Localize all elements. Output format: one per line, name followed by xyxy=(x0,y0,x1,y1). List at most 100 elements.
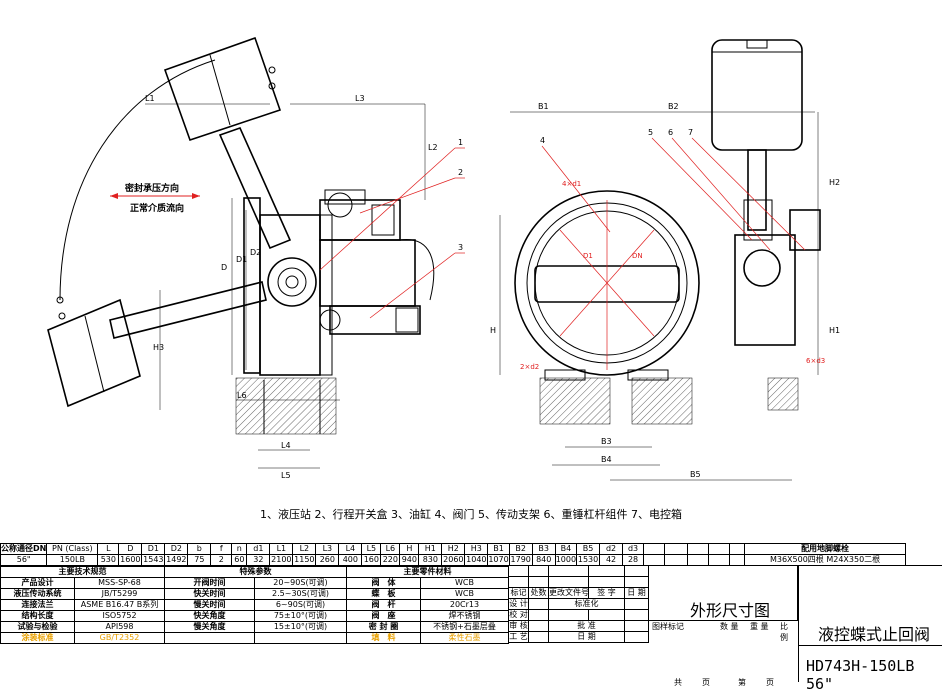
title-block: 外形尺寸图 图样标记 数 量 重 量 比 例 共 页 第 页 液控蝶式止回阀 H… xyxy=(648,565,942,693)
dim-header-cell: B4 xyxy=(554,543,578,555)
dim-6xd3: 6×d3 xyxy=(806,357,825,365)
dim-value-cell: 1492 xyxy=(164,554,189,566)
dim-value-cell: 42 xyxy=(599,554,624,566)
foundation-right-3 xyxy=(767,377,799,411)
dim-header-cell: d3 xyxy=(622,543,645,555)
dim-header-cell xyxy=(664,543,689,555)
dim-l1: L1 xyxy=(145,94,155,103)
dim-value-cell xyxy=(708,554,731,566)
dim-header-cell: L5 xyxy=(361,543,382,555)
parts-caption: 1、液压站 2、行程开关盒 3、油缸 4、阀门 5、传动支架 6、重锤杠杆组件 … xyxy=(260,508,682,521)
foundation-left xyxy=(235,377,337,435)
dim-header-cell: L xyxy=(97,543,120,555)
dim-value-cell: 160 xyxy=(361,554,382,566)
dim-value-cell: 1790 xyxy=(508,554,533,566)
dim-l2: L2 xyxy=(428,143,438,152)
revision-block: 标记处数更改文件号签 字日 期 设 计标准化 校 对 审 核批 准 工 艺日 期 xyxy=(508,565,649,643)
dim-l3: L3 xyxy=(355,94,365,103)
dim-value-cell: 2100 xyxy=(269,554,294,566)
dim-h1: H1 xyxy=(829,326,840,335)
dim-value-cell: M36X500四根 M24X350二根 xyxy=(744,554,907,566)
left-view: L1 L3 L2 D D1 D2 H3 L6 L4 L5 密封承压方向 正常介质… xyxy=(47,36,465,480)
counterweight-lower xyxy=(47,281,267,408)
oil-cylinder xyxy=(329,305,421,335)
product-code: HD743H-150LB 56" xyxy=(806,657,915,693)
dim-header-cell: 公称通径DN xyxy=(0,543,48,555)
dim-value-cell: 150LB xyxy=(46,554,99,566)
dim-header-cell: L1 xyxy=(269,543,294,555)
dim-h3: H3 xyxy=(153,343,164,352)
dim-header-cell: B2 xyxy=(508,543,533,555)
dim-value-cell: 530 xyxy=(97,554,120,566)
dim-header-cell: B1 xyxy=(487,543,510,555)
dim-header-cell: L3 xyxy=(315,543,340,555)
callout-7: 7 xyxy=(688,128,693,137)
dim-header-cell: D xyxy=(118,543,143,555)
dim-header-cell: B5 xyxy=(576,543,601,555)
dim-header-cell xyxy=(643,543,666,555)
dim-header-cell: 配用地脚螺栓 xyxy=(744,543,907,555)
dim-value-cell xyxy=(664,554,689,566)
dim-value-cell: 60 xyxy=(231,554,248,566)
drive-bracket xyxy=(734,234,796,346)
dim-disc-d1: D1 xyxy=(583,252,593,260)
dim-value-cell: 840 xyxy=(531,554,556,566)
dim-header-cell: H1 xyxy=(418,543,443,555)
dim-value-cell: 940 xyxy=(399,554,420,566)
dim-2xd2: 2×d2 xyxy=(520,363,539,371)
callout-1: 1 xyxy=(458,138,463,147)
dim-header-cell: H3 xyxy=(464,543,489,555)
dim-value-cell: 400 xyxy=(338,554,363,566)
drawing-title: 外形尺寸图 xyxy=(690,601,771,620)
dim-disc-dn: DN xyxy=(632,252,643,260)
callout-2: 2 xyxy=(458,168,463,177)
dim-header-cell xyxy=(729,543,746,555)
dim-value-cell: 1070 xyxy=(487,554,510,566)
dim-header-cell: d1 xyxy=(246,543,271,555)
dim-value-cell: 2 xyxy=(210,554,233,566)
foundation-right-1 xyxy=(539,377,611,425)
dim-b1: B1 xyxy=(538,102,549,111)
dim-value-cell: 260 xyxy=(315,554,340,566)
dim-value-cell: 1543 xyxy=(141,554,166,566)
dim-value-cell: 220 xyxy=(380,554,401,566)
dim-header-cell: H2 xyxy=(441,543,466,555)
dim-value-cell: 28 xyxy=(622,554,645,566)
counterweight-upper xyxy=(163,36,292,250)
dim-header-cell: D1 xyxy=(141,543,166,555)
dim-value-cell xyxy=(729,554,746,566)
dim-header-cell xyxy=(708,543,731,555)
dim-header-cell: B3 xyxy=(531,543,556,555)
dim-b4: B4 xyxy=(601,455,612,464)
dim-header-cell xyxy=(687,543,710,555)
sec-parts-material: 主要零件材料 xyxy=(346,566,509,578)
callout-4: 4 xyxy=(540,136,545,145)
dim-value-cell: 1040 xyxy=(464,554,489,566)
dim-header-cell: d2 xyxy=(599,543,624,555)
dim-h2: H2 xyxy=(829,178,840,187)
valve-flange-circle xyxy=(514,190,700,376)
dim-value-cell: 1600 xyxy=(118,554,143,566)
dim-h: H xyxy=(490,326,496,335)
counterweight-swing-arc xyxy=(59,59,216,301)
dim-header-cell: D2 xyxy=(164,543,189,555)
dim-value-cell: 830 xyxy=(418,554,443,566)
foundation-right-2 xyxy=(631,377,693,425)
dim-b3: B3 xyxy=(601,437,612,446)
dim-value-cell: 32 xyxy=(246,554,271,566)
dim-b2: B2 xyxy=(668,102,679,111)
dim-l4: L4 xyxy=(281,441,291,450)
dim-value-cell: 75 xyxy=(187,554,212,566)
dim-header-cell: b xyxy=(187,543,212,555)
dim-l6: L6 xyxy=(237,391,247,400)
dim-header-cell: f xyxy=(210,543,233,555)
dim-d2: D2 xyxy=(250,248,261,257)
dim-header-cell: L6 xyxy=(380,543,401,555)
medium-direction-label: 正常介质流向 xyxy=(130,202,184,214)
dim-value-cell: 1530 xyxy=(576,554,601,566)
